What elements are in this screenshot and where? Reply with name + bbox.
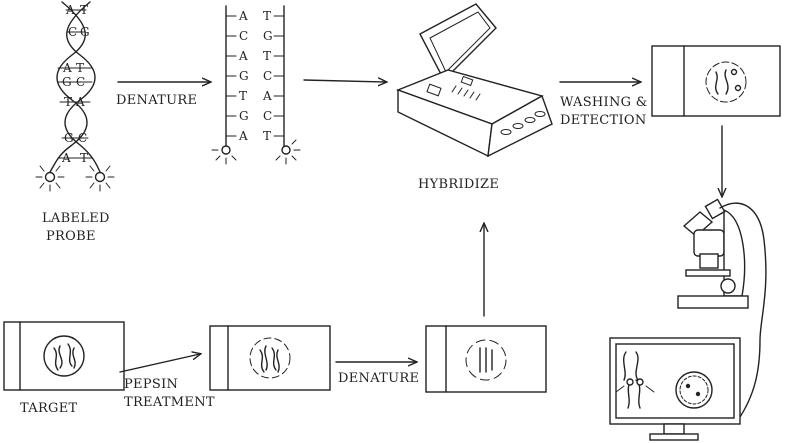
denatured-slide bbox=[425, 325, 547, 393]
strand-base: T bbox=[263, 9, 271, 23]
labeled-probe-label: LABELED bbox=[42, 211, 110, 226]
helix-base: A bbox=[62, 61, 72, 75]
strand-base: C bbox=[263, 69, 272, 83]
helix-base: C bbox=[76, 75, 85, 89]
strand-base: C bbox=[239, 29, 248, 43]
flow-arrow bbox=[119, 354, 200, 373]
helix-base: C bbox=[78, 131, 87, 145]
denature-label: DENATURE bbox=[338, 371, 419, 386]
hybridizer-machine-icon bbox=[396, 3, 553, 158]
microscope-icon bbox=[677, 198, 749, 309]
pepsin-label: PEPSIN bbox=[124, 377, 178, 392]
labeled-probe-helix: A T C G A T G C T A G C A T bbox=[35, 1, 115, 192]
strand-base: C bbox=[263, 109, 272, 123]
strand-base: A bbox=[238, 49, 248, 63]
helix-base: G bbox=[80, 25, 90, 39]
target-label: TARGET bbox=[20, 401, 78, 416]
helix-base: A bbox=[61, 151, 71, 165]
strand-base: G bbox=[263, 29, 273, 43]
denature-label: DENATURE bbox=[116, 93, 197, 108]
strand-base: A bbox=[238, 129, 248, 143]
strand-base: A bbox=[238, 9, 248, 23]
strand-base: T bbox=[239, 89, 247, 103]
cable bbox=[719, 202, 767, 421]
helix-base: A bbox=[75, 95, 85, 109]
target-slide bbox=[3, 321, 125, 391]
fluorescent-label-icon bbox=[85, 165, 115, 192]
fluorescent-label-icon bbox=[211, 145, 237, 165]
washing-label: DETECTION bbox=[560, 113, 647, 128]
helix-base: G bbox=[64, 131, 74, 145]
strand-base: T bbox=[263, 49, 271, 63]
washing-label: WASHING & bbox=[560, 95, 648, 110]
monitor-icon bbox=[609, 337, 741, 441]
strand-base: A bbox=[262, 89, 272, 103]
detection-slide bbox=[651, 45, 781, 117]
helix-base: T bbox=[76, 61, 84, 75]
pepsin-label: TREATMENT bbox=[124, 395, 215, 410]
fluorescent-label-icon bbox=[275, 139, 301, 165]
helix-base: T bbox=[80, 151, 88, 165]
flow-arrow bbox=[303, 80, 386, 82]
strand-base: T bbox=[263, 129, 271, 143]
single-strands: A C A G T G A T G T C A C T bbox=[211, 5, 301, 165]
pepsin-slide bbox=[209, 325, 331, 391]
strand-base: G bbox=[239, 109, 249, 123]
fluorescent-label-icon bbox=[35, 165, 65, 192]
helix-base: A bbox=[65, 3, 75, 17]
helix-base: G bbox=[62, 75, 72, 89]
strand-base: G bbox=[239, 69, 249, 83]
labeled-probe-label: PROBE bbox=[46, 229, 96, 244]
helix-base: T bbox=[80, 3, 88, 17]
helix-base: C bbox=[68, 25, 77, 39]
helix-base: T bbox=[64, 95, 72, 109]
hybridize-label: HYBRIDIZE bbox=[418, 177, 499, 192]
